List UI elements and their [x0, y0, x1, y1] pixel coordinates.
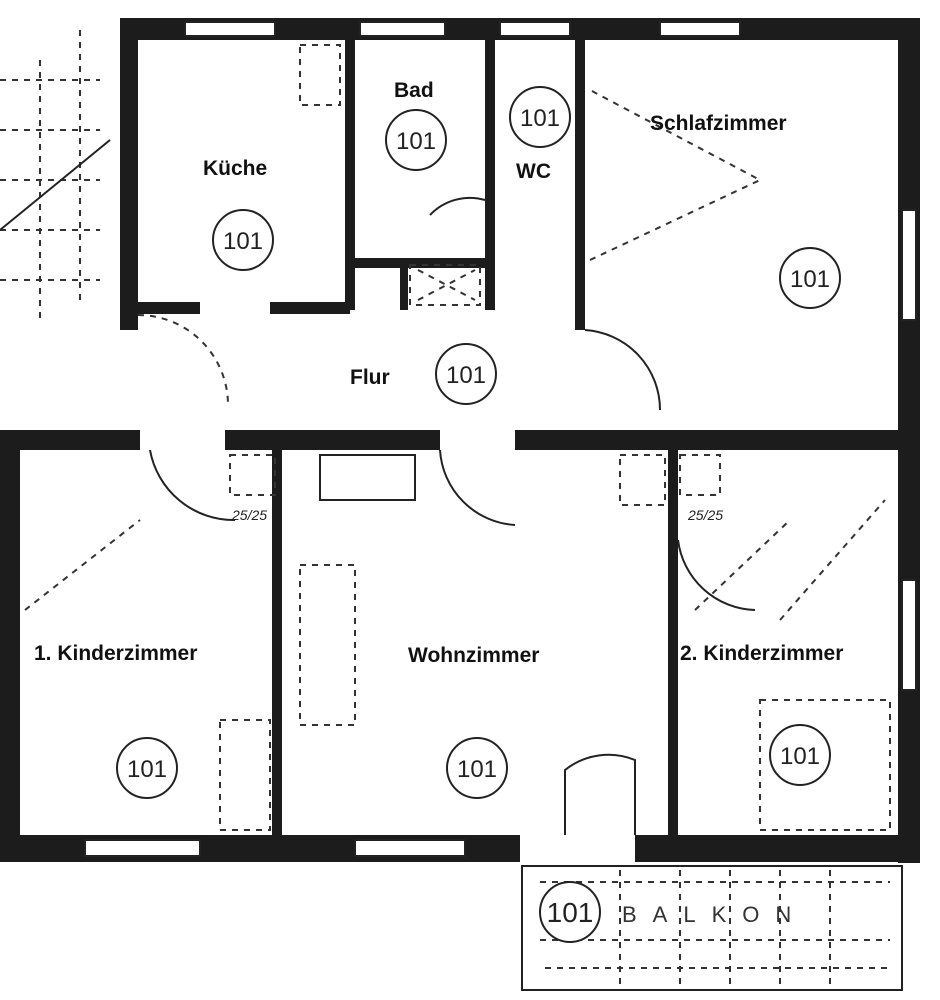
doors	[137, 196, 756, 835]
room-number-circle	[435, 343, 497, 405]
redactions	[95, 122, 895, 702]
room-number-flur: 101	[446, 362, 486, 389]
room-label-wc: WC	[516, 160, 551, 183]
room-label-wohnzimmer: Wohnzimmer	[408, 644, 539, 667]
room-number-circle	[446, 737, 508, 799]
room-label-bad: Bad	[394, 79, 434, 102]
room-number-circle	[116, 737, 178, 799]
room-number-bad: 101	[396, 128, 436, 155]
furniture	[24, 44, 891, 831]
annotation-dim-1: 25/25	[231, 507, 267, 523]
room-number-circle	[539, 881, 601, 943]
room-label-kueche: Küche	[203, 157, 267, 180]
room-label-flur: Flur	[350, 366, 390, 389]
balcony: 101 BALKON	[521, 865, 903, 991]
room-number-wohnzimmer: 101	[457, 756, 497, 783]
room-number-schlafzimmer: 101	[790, 266, 830, 293]
room-number-circle	[385, 109, 447, 171]
room-number-balkon: 101	[547, 897, 594, 928]
room-label-schlafzimmer: Schlafzimmer	[650, 112, 787, 135]
room-number-kinderzimmer-2: 101	[780, 743, 820, 770]
room-number-circle	[779, 247, 841, 309]
windows	[84, 21, 917, 857]
room-number-kueche: 101	[223, 228, 263, 255]
annotation-dim-2: 25/25	[687, 507, 723, 523]
room-number-circle	[212, 209, 274, 271]
room-number-wc: 101	[520, 105, 560, 132]
room-number-circle	[509, 86, 571, 148]
room-label-balkon: BALKON	[622, 902, 807, 927]
room-number-kinderzimmer-1: 101	[127, 756, 167, 783]
staircase	[0, 30, 111, 320]
room-label-kinderzimmer-2: 2. Kinderzimmer	[680, 642, 843, 665]
room-number-circle	[769, 724, 831, 786]
room-label-kinderzimmer-1: 1. Kinderzimmer	[34, 642, 197, 665]
